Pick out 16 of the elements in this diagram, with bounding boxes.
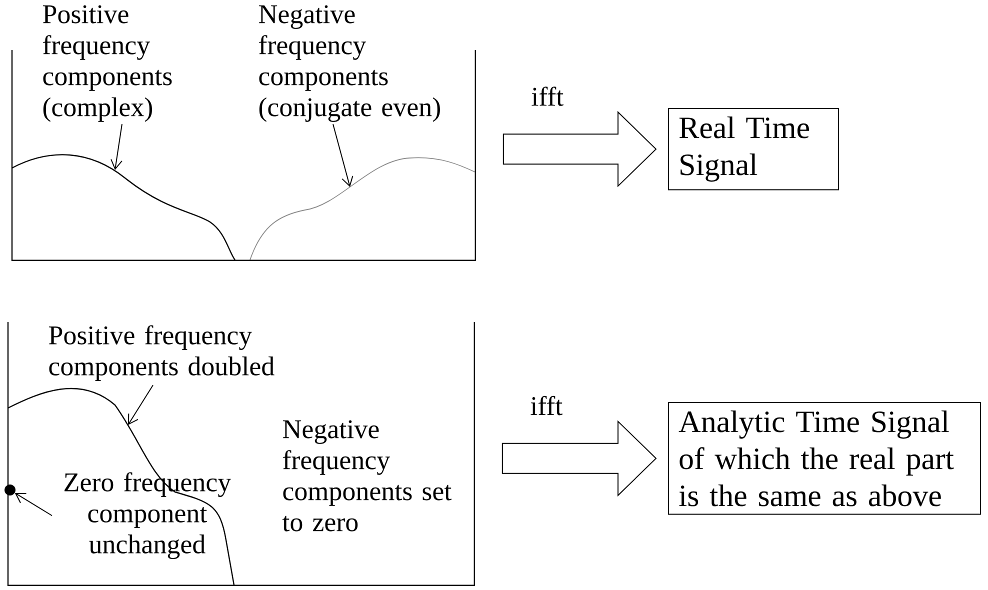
annotation-text: Positive frequency components (complex) xyxy=(42,5,172,122)
annotation-text: Negative frequency components set to zero xyxy=(282,420,452,532)
annotation-text: Negative frequency components (conjugate even) xyxy=(259,5,440,122)
block-arrow xyxy=(502,110,657,188)
annotation-text: Positive frequency components doubled xyxy=(49,325,274,381)
leader-line xyxy=(332,124,354,187)
block-arrow xyxy=(502,420,657,497)
edge-label: ifft xyxy=(530,86,565,107)
leader-line xyxy=(128,384,154,425)
text-box: Analytic Time Signal of which the real part is the same as above xyxy=(668,402,981,515)
leader-line xyxy=(110,124,122,170)
leader-line xyxy=(14,492,52,516)
edge-label: ifft xyxy=(529,394,564,416)
plot-frame xyxy=(7,322,475,586)
text-box: Real Time Signal xyxy=(668,108,839,190)
point-marker xyxy=(4,484,16,496)
